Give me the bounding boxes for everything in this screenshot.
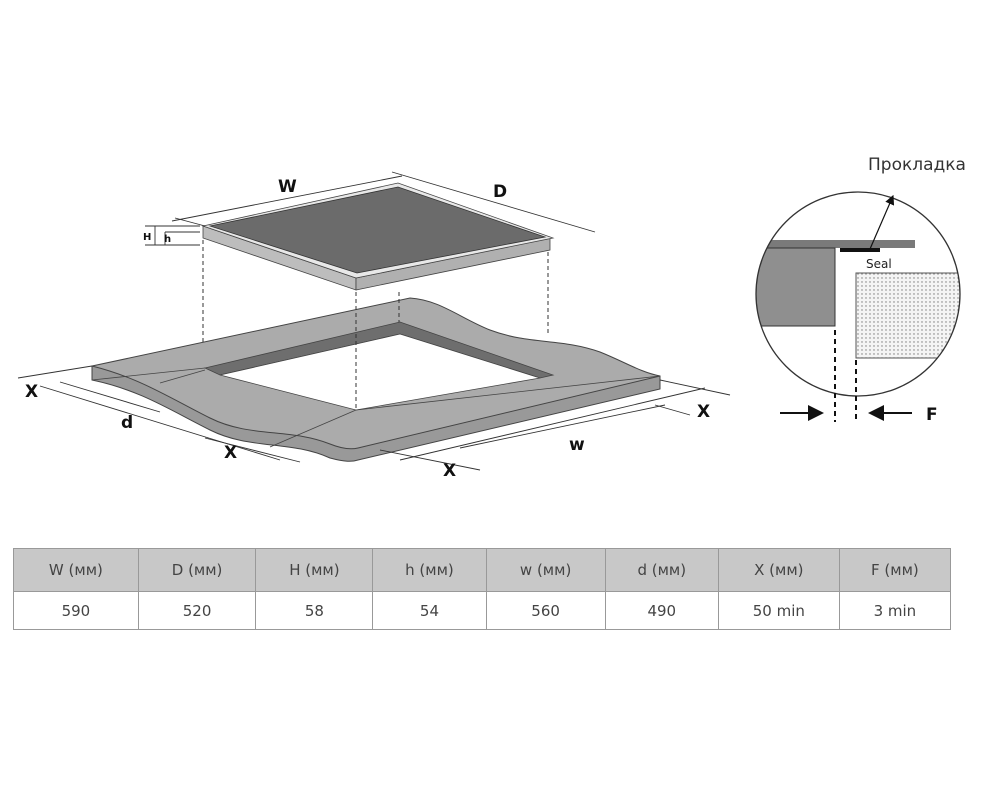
value-h: 54: [372, 591, 487, 630]
label-h: h: [164, 234, 171, 245]
countertop: [91, 297, 661, 462]
value-W: 590: [13, 591, 139, 630]
label-F: F: [926, 405, 938, 425]
label-X-front-left: X: [224, 443, 237, 463]
header-W: W (мм): [13, 548, 139, 592]
value-D: 520: [137, 591, 257, 630]
label-D: D: [493, 182, 507, 202]
header-X: X (мм): [717, 548, 840, 592]
value-w: 560: [485, 591, 606, 630]
hob: [201, 182, 555, 291]
cutout-opening: [219, 333, 541, 411]
table-row: 590 520 58 54 560 490 50 min 3 min: [13, 591, 952, 630]
header-d: d (мм): [604, 548, 719, 592]
label-X-left: X: [25, 382, 38, 402]
label-H: H: [143, 232, 151, 243]
projection-lines: [202, 240, 549, 410]
label-X-front-right: X: [443, 461, 456, 481]
label-W: W: [278, 177, 297, 197]
installation-diagram: W D H h X d X X w X Прокладка Seal F: [17, 155, 966, 481]
value-F: 3 min: [838, 591, 952, 630]
header-H: H (мм): [255, 548, 374, 592]
header-h: h (мм): [372, 548, 487, 592]
value-H: 58: [255, 591, 374, 630]
dimensions-table: W (мм) D (мм) H (мм) h (мм) w (мм) d (мм…: [13, 548, 952, 630]
value-X: 50 min: [717, 591, 840, 630]
seal-detail: Прокладка Seal F: [755, 155, 966, 425]
dimension-labels: W D H h X d X X w X: [25, 177, 710, 481]
label-d: d: [121, 413, 133, 433]
dimension-lines: [17, 171, 731, 471]
table-header-row: W (мм) D (мм) H (мм) h (мм) w (мм) d (мм…: [13, 548, 952, 592]
hob-glass-surface: [208, 186, 547, 274]
label-gasket: Прокладка: [868, 155, 966, 175]
label-X-right: X: [697, 402, 710, 422]
header-F: F (мм): [838, 548, 952, 592]
header-D: D (мм): [137, 548, 257, 592]
label-w: w: [569, 435, 585, 455]
label-seal: Seal: [866, 257, 892, 271]
header-w: w (мм): [485, 548, 606, 592]
value-d: 490: [604, 591, 719, 630]
seal-strip: [840, 248, 880, 252]
